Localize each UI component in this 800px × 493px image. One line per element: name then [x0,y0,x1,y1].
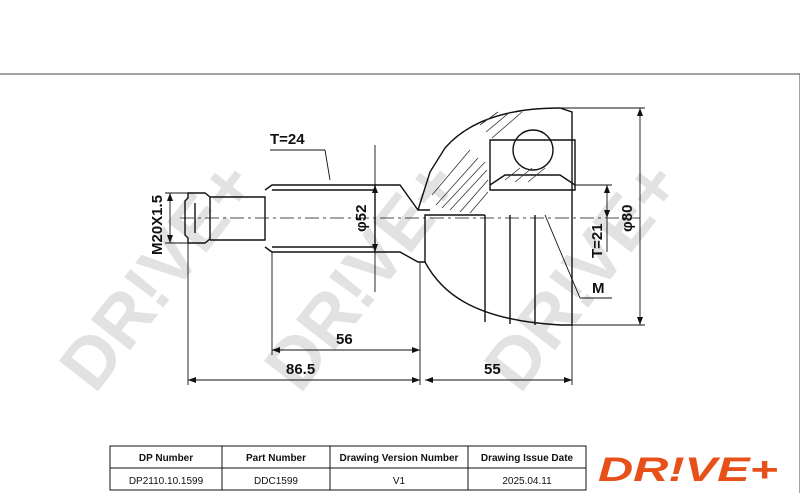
dim-thread-spec: M20X1.5 [149,195,166,255]
housing-bell [417,107,573,326]
tb-header-dp-number: DP Number [139,453,193,464]
tb-header-part-number: Part Number [246,453,306,464]
section-hatching [431,111,546,214]
tb-value-issue-date: 2025.04.11 [502,476,552,487]
dim-thread-length: T=24 [270,131,305,148]
arrowheads [167,108,643,383]
dim-length-56: 56 [336,331,353,348]
tb-value-dp-number: DP2110.10.1599 [129,476,204,487]
logo-text: DR!VE+ [598,451,778,489]
dim-length-55: 55 [484,361,501,378]
drive-logo: DR!VE+ [598,451,778,489]
dim-length-86-5: 86.5 [286,361,315,378]
dim-housing-diameter: φ80 [619,205,636,232]
shaft-neck [210,196,266,241]
cage-inner [489,174,576,186]
dim-mark: M [592,280,605,297]
cage [489,139,576,191]
ball [512,129,554,171]
tb-header-issue-date: Drawing Issue Date [481,453,574,464]
tb-header-version: Drawing Version Number [340,453,459,464]
watermark-1: DR!VE+ [45,146,272,405]
title-block: DP Number Part Number Drawing Version Nu… [109,445,587,491]
tb-value-part-number: DDC1599 [254,476,298,487]
dim-inner-spline: T=21 [589,223,606,258]
transition-top [375,184,430,211]
dim-shaft-diameter: φ52 [353,205,370,232]
housing-neck [424,214,485,262]
transition-bottom [375,251,425,263]
tb-value-version: V1 [393,476,406,487]
dimension-lines [165,107,645,385]
